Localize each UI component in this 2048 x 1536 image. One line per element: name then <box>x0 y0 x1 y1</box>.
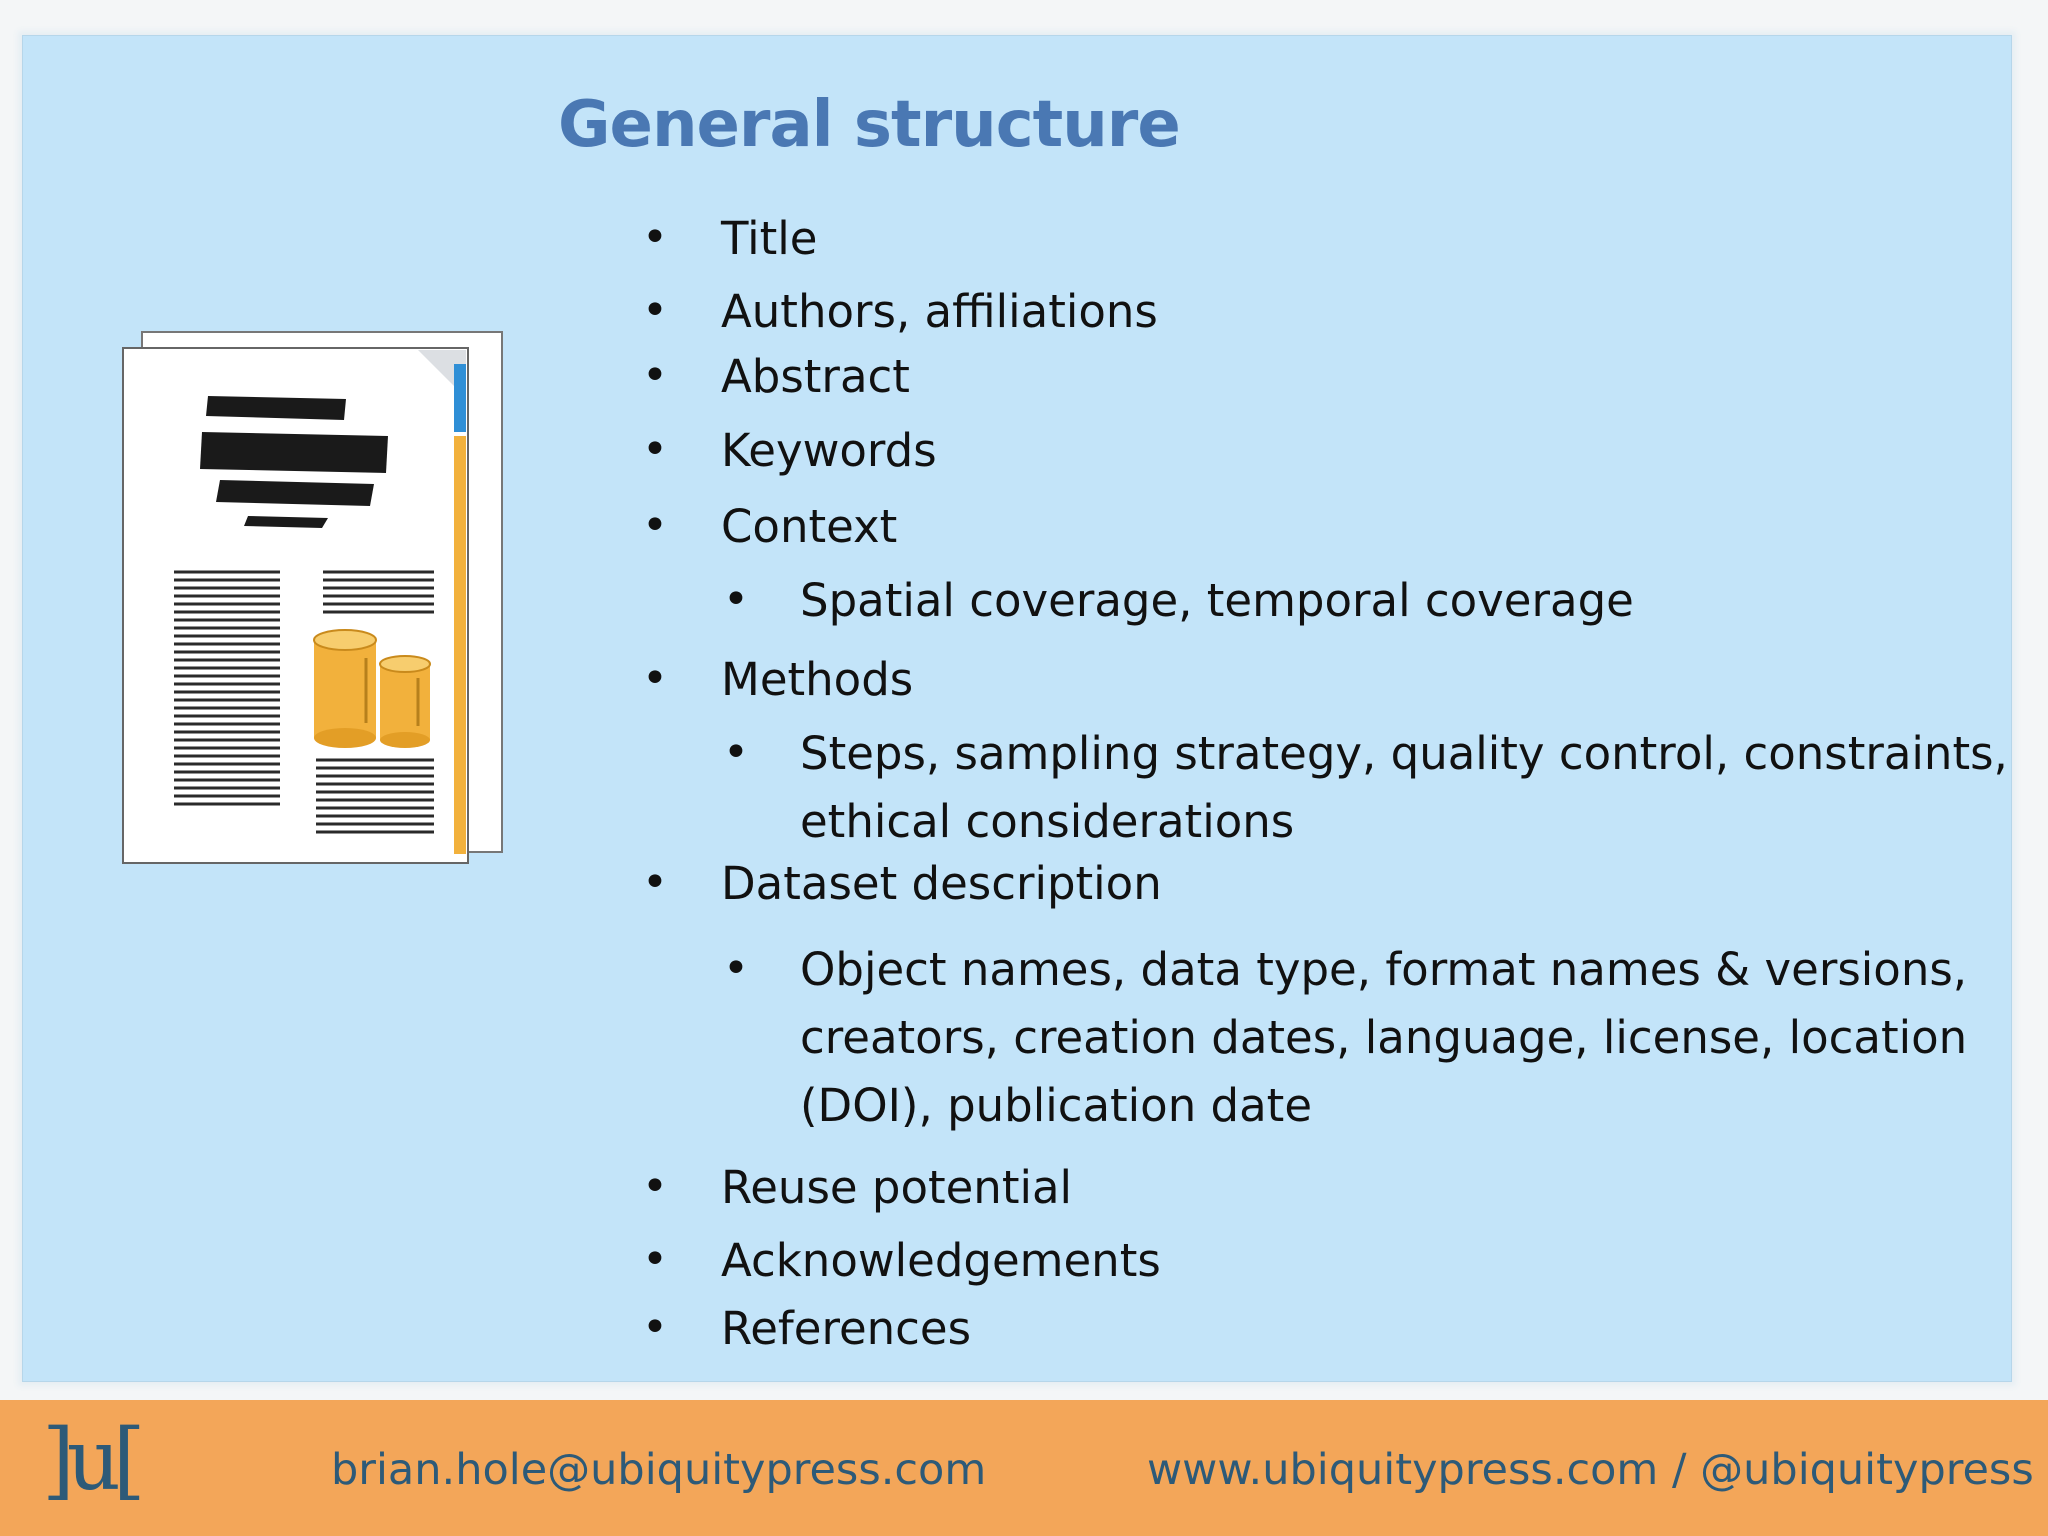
bullet-title: Title <box>721 212 818 265</box>
bullet-keywords: Keywords <box>721 424 937 477</box>
data-paper-document-icon <box>122 331 503 864</box>
bullet-acknowledgements: Acknowledgements <box>721 1234 1161 1287</box>
bullet-dot: • <box>642 350 668 401</box>
bullet-dot: • <box>642 857 668 908</box>
bullet-dot: • <box>642 1161 668 1212</box>
footer-bar <box>0 1400 2048 1536</box>
footer-email[interactable]: brian.hole@ubiquitypress.com <box>331 1445 987 1495</box>
bullet-dot: • <box>642 424 668 475</box>
bullet-steps: Steps, sampling strategy, quality contro… <box>800 727 2008 780</box>
bullet-dot: • <box>642 1234 668 1285</box>
bullet-authors: Authors, affiliations <box>721 285 1158 338</box>
bullet-abstract: Abstract <box>721 350 910 403</box>
bullet-methods: Methods <box>721 653 914 706</box>
slide-title: General structure <box>558 88 1181 162</box>
bullet-spatial-coverage: Spatial coverage, temporal coverage <box>800 574 1634 627</box>
bullet-dataset-description: Dataset description <box>721 857 1162 910</box>
bullet-object-names-line3: (DOI), publication date <box>800 1079 1313 1132</box>
bullet-references: References <box>721 1302 972 1355</box>
bullet-object-names: Object names, data type, format names & … <box>800 943 1968 996</box>
bullet-dot: • <box>723 727 749 778</box>
bullet-dot: • <box>642 212 668 263</box>
ubiquity-logo: ]u[ <box>42 1411 146 1509</box>
bullet-context: Context <box>721 500 898 553</box>
bullet-object-names-line2: creators, creation dates, language, lice… <box>800 1011 1968 1064</box>
bullet-dot: • <box>642 285 668 336</box>
bullet-dot: • <box>642 500 668 551</box>
bullet-steps-continued: ethical considerations <box>800 795 1295 848</box>
bullet-dot: • <box>642 653 668 704</box>
bullet-dot: • <box>723 943 749 994</box>
bullet-dot: • <box>723 574 749 625</box>
bullet-dot: • <box>642 1302 668 1353</box>
bullet-reuse-potential: Reuse potential <box>721 1161 1073 1214</box>
footer-website[interactable]: www.ubiquitypress.com / @ubiquitypress <box>1147 1445 2034 1495</box>
